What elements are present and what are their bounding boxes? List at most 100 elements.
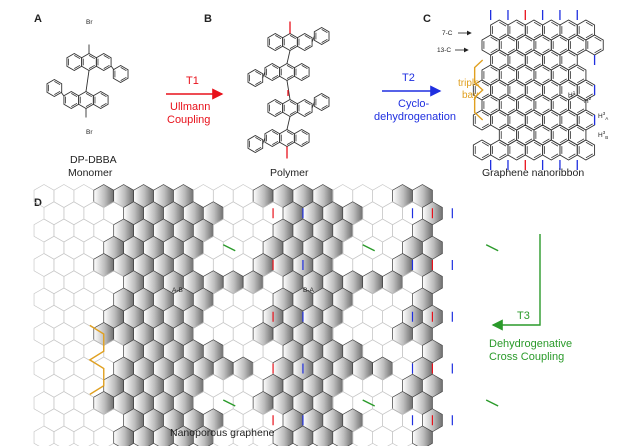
double-bond xyxy=(542,48,550,54)
double-bond xyxy=(507,96,515,102)
double-bond xyxy=(577,138,585,144)
double-bond xyxy=(568,93,576,99)
lattice-cell xyxy=(392,425,413,446)
double-bond xyxy=(286,131,293,136)
lattice-cell xyxy=(63,408,85,433)
double-bond xyxy=(304,101,311,106)
double-bond xyxy=(559,78,567,84)
bond xyxy=(311,35,315,43)
double-bond xyxy=(289,101,296,106)
lattice-cell xyxy=(43,408,65,433)
lattice-cell xyxy=(222,235,244,260)
double-bond xyxy=(559,66,567,72)
double-bond xyxy=(525,108,533,114)
lattice-cell xyxy=(63,235,85,260)
double-bond xyxy=(585,93,593,99)
lattice-cell xyxy=(232,184,254,208)
double-bond xyxy=(516,141,524,147)
double-bond xyxy=(559,126,567,132)
double-bond xyxy=(275,110,282,115)
double-bond xyxy=(577,96,585,102)
double-bond xyxy=(542,126,550,132)
benzene-ring xyxy=(282,32,298,52)
bond xyxy=(311,101,315,109)
double-bond xyxy=(304,44,311,49)
double-bond xyxy=(289,44,296,49)
bond xyxy=(262,71,266,79)
double-bond xyxy=(577,36,585,42)
t3-label: T3 xyxy=(517,310,530,322)
lattice-cell xyxy=(33,287,55,312)
phenyl-ring xyxy=(313,92,330,112)
double-bond xyxy=(516,153,524,159)
lattice-cell xyxy=(43,270,65,295)
ribbon-ring xyxy=(542,139,561,161)
ribbon-ring xyxy=(490,139,509,161)
double-bond xyxy=(490,78,498,84)
double-bond xyxy=(507,78,515,84)
graphene-nanoribbon xyxy=(472,10,604,170)
label-13c: 13-C xyxy=(437,47,451,54)
double-bond xyxy=(286,140,293,145)
double-bond xyxy=(120,67,127,72)
bond xyxy=(362,244,375,252)
bond xyxy=(262,137,266,145)
double-bond xyxy=(481,141,489,147)
lattice-cell xyxy=(232,322,254,346)
double-bond xyxy=(255,71,262,76)
double-bond xyxy=(507,36,515,42)
double-bond xyxy=(525,78,533,84)
benzene-ring xyxy=(264,62,281,82)
double-bond xyxy=(490,108,498,114)
double-bond xyxy=(120,76,127,81)
monomer-caption-line2: Monomer xyxy=(68,167,113,179)
lattice-cell xyxy=(43,304,65,329)
double-bond xyxy=(499,141,507,147)
double-bond xyxy=(577,48,585,54)
double-bond xyxy=(585,111,593,117)
graphene-ring xyxy=(372,356,393,381)
benzene-ring xyxy=(293,62,310,82)
lattice-cell xyxy=(43,201,65,226)
double-bond xyxy=(551,93,559,99)
double-bond xyxy=(272,131,279,136)
bond xyxy=(110,65,115,71)
double-bond xyxy=(533,141,541,147)
bond xyxy=(85,70,90,92)
double-bond xyxy=(481,153,489,159)
bond xyxy=(485,399,499,407)
benzene-ring xyxy=(81,52,97,72)
double-bond xyxy=(577,126,585,132)
lattice-cell xyxy=(53,425,75,446)
t1-line1: Ullmann xyxy=(170,101,210,113)
double-bond xyxy=(551,141,559,147)
benzene-ring xyxy=(78,90,94,110)
double-bond xyxy=(585,123,593,129)
double-bond xyxy=(54,81,61,86)
triple-bay-outline xyxy=(473,59,484,121)
double-bond xyxy=(301,65,308,70)
double-bond xyxy=(286,65,293,70)
panel-b-letter: B xyxy=(204,13,212,25)
nanoporous-caption: Nanoporous graphene xyxy=(170,427,275,439)
double-bond xyxy=(577,66,585,72)
graphene-ring xyxy=(252,184,274,208)
double-bond xyxy=(568,123,576,129)
t1-line2: Coupling xyxy=(167,114,210,126)
t2-label: T2 xyxy=(402,72,415,84)
panel-a-letter: A xyxy=(34,13,42,25)
bay-outline xyxy=(88,324,105,395)
lattice-cell xyxy=(362,235,383,260)
double-bond xyxy=(499,63,507,69)
lattice-cell xyxy=(63,339,85,364)
lattice-cell xyxy=(53,218,75,243)
lattice-cell xyxy=(73,218,95,243)
label-h2: H2 xyxy=(584,96,592,105)
double-bond xyxy=(255,146,262,151)
graphene-ring xyxy=(232,356,254,381)
double-bond xyxy=(559,36,567,42)
double-bond xyxy=(272,74,279,79)
double-bond xyxy=(499,21,507,27)
double-bond xyxy=(71,93,78,98)
benzene-ring xyxy=(279,128,295,148)
